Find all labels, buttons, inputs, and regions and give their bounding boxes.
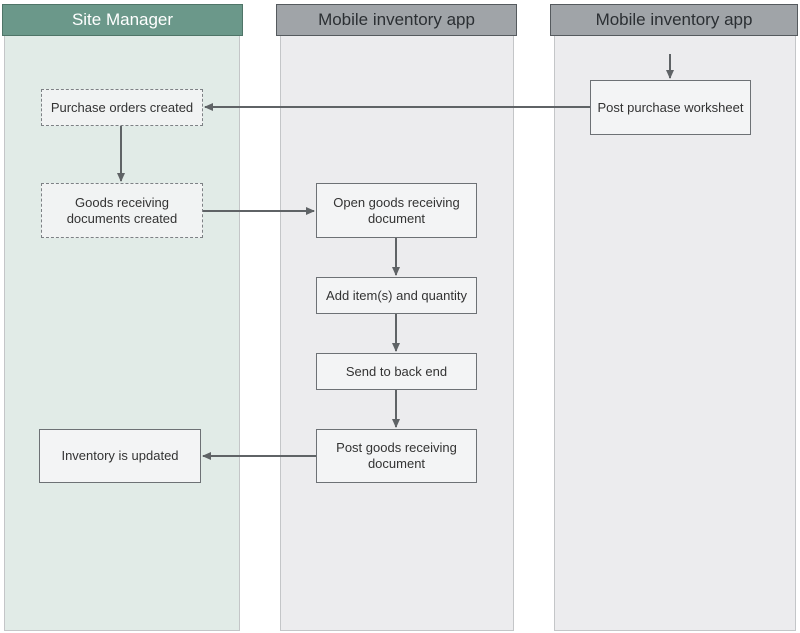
node-post-goods-receiving-document: Post goods receiving document [316, 429, 477, 483]
node-goods-receiving-documents-created: Goods receiving documents created [41, 183, 203, 238]
node-open-goods-receiving-document: Open goods receiving document [316, 183, 477, 238]
node-purchase-orders-created: Purchase orders created [41, 89, 203, 126]
node-add-items-and-quantity: Add item(s) and quantity [316, 277, 477, 314]
lane-header-site-manager: Site Manager [2, 4, 243, 36]
node-post-purchase-worksheet: Post purchase worksheet [590, 80, 751, 135]
node-inventory-is-updated: Inventory is updated [39, 429, 201, 483]
node-send-to-back-end: Send to back end [316, 353, 477, 390]
lane-header-mobile-inventory-app-1: Mobile inventory app [276, 4, 517, 36]
lane-header-mobile-inventory-app-2: Mobile inventory app [550, 4, 798, 36]
